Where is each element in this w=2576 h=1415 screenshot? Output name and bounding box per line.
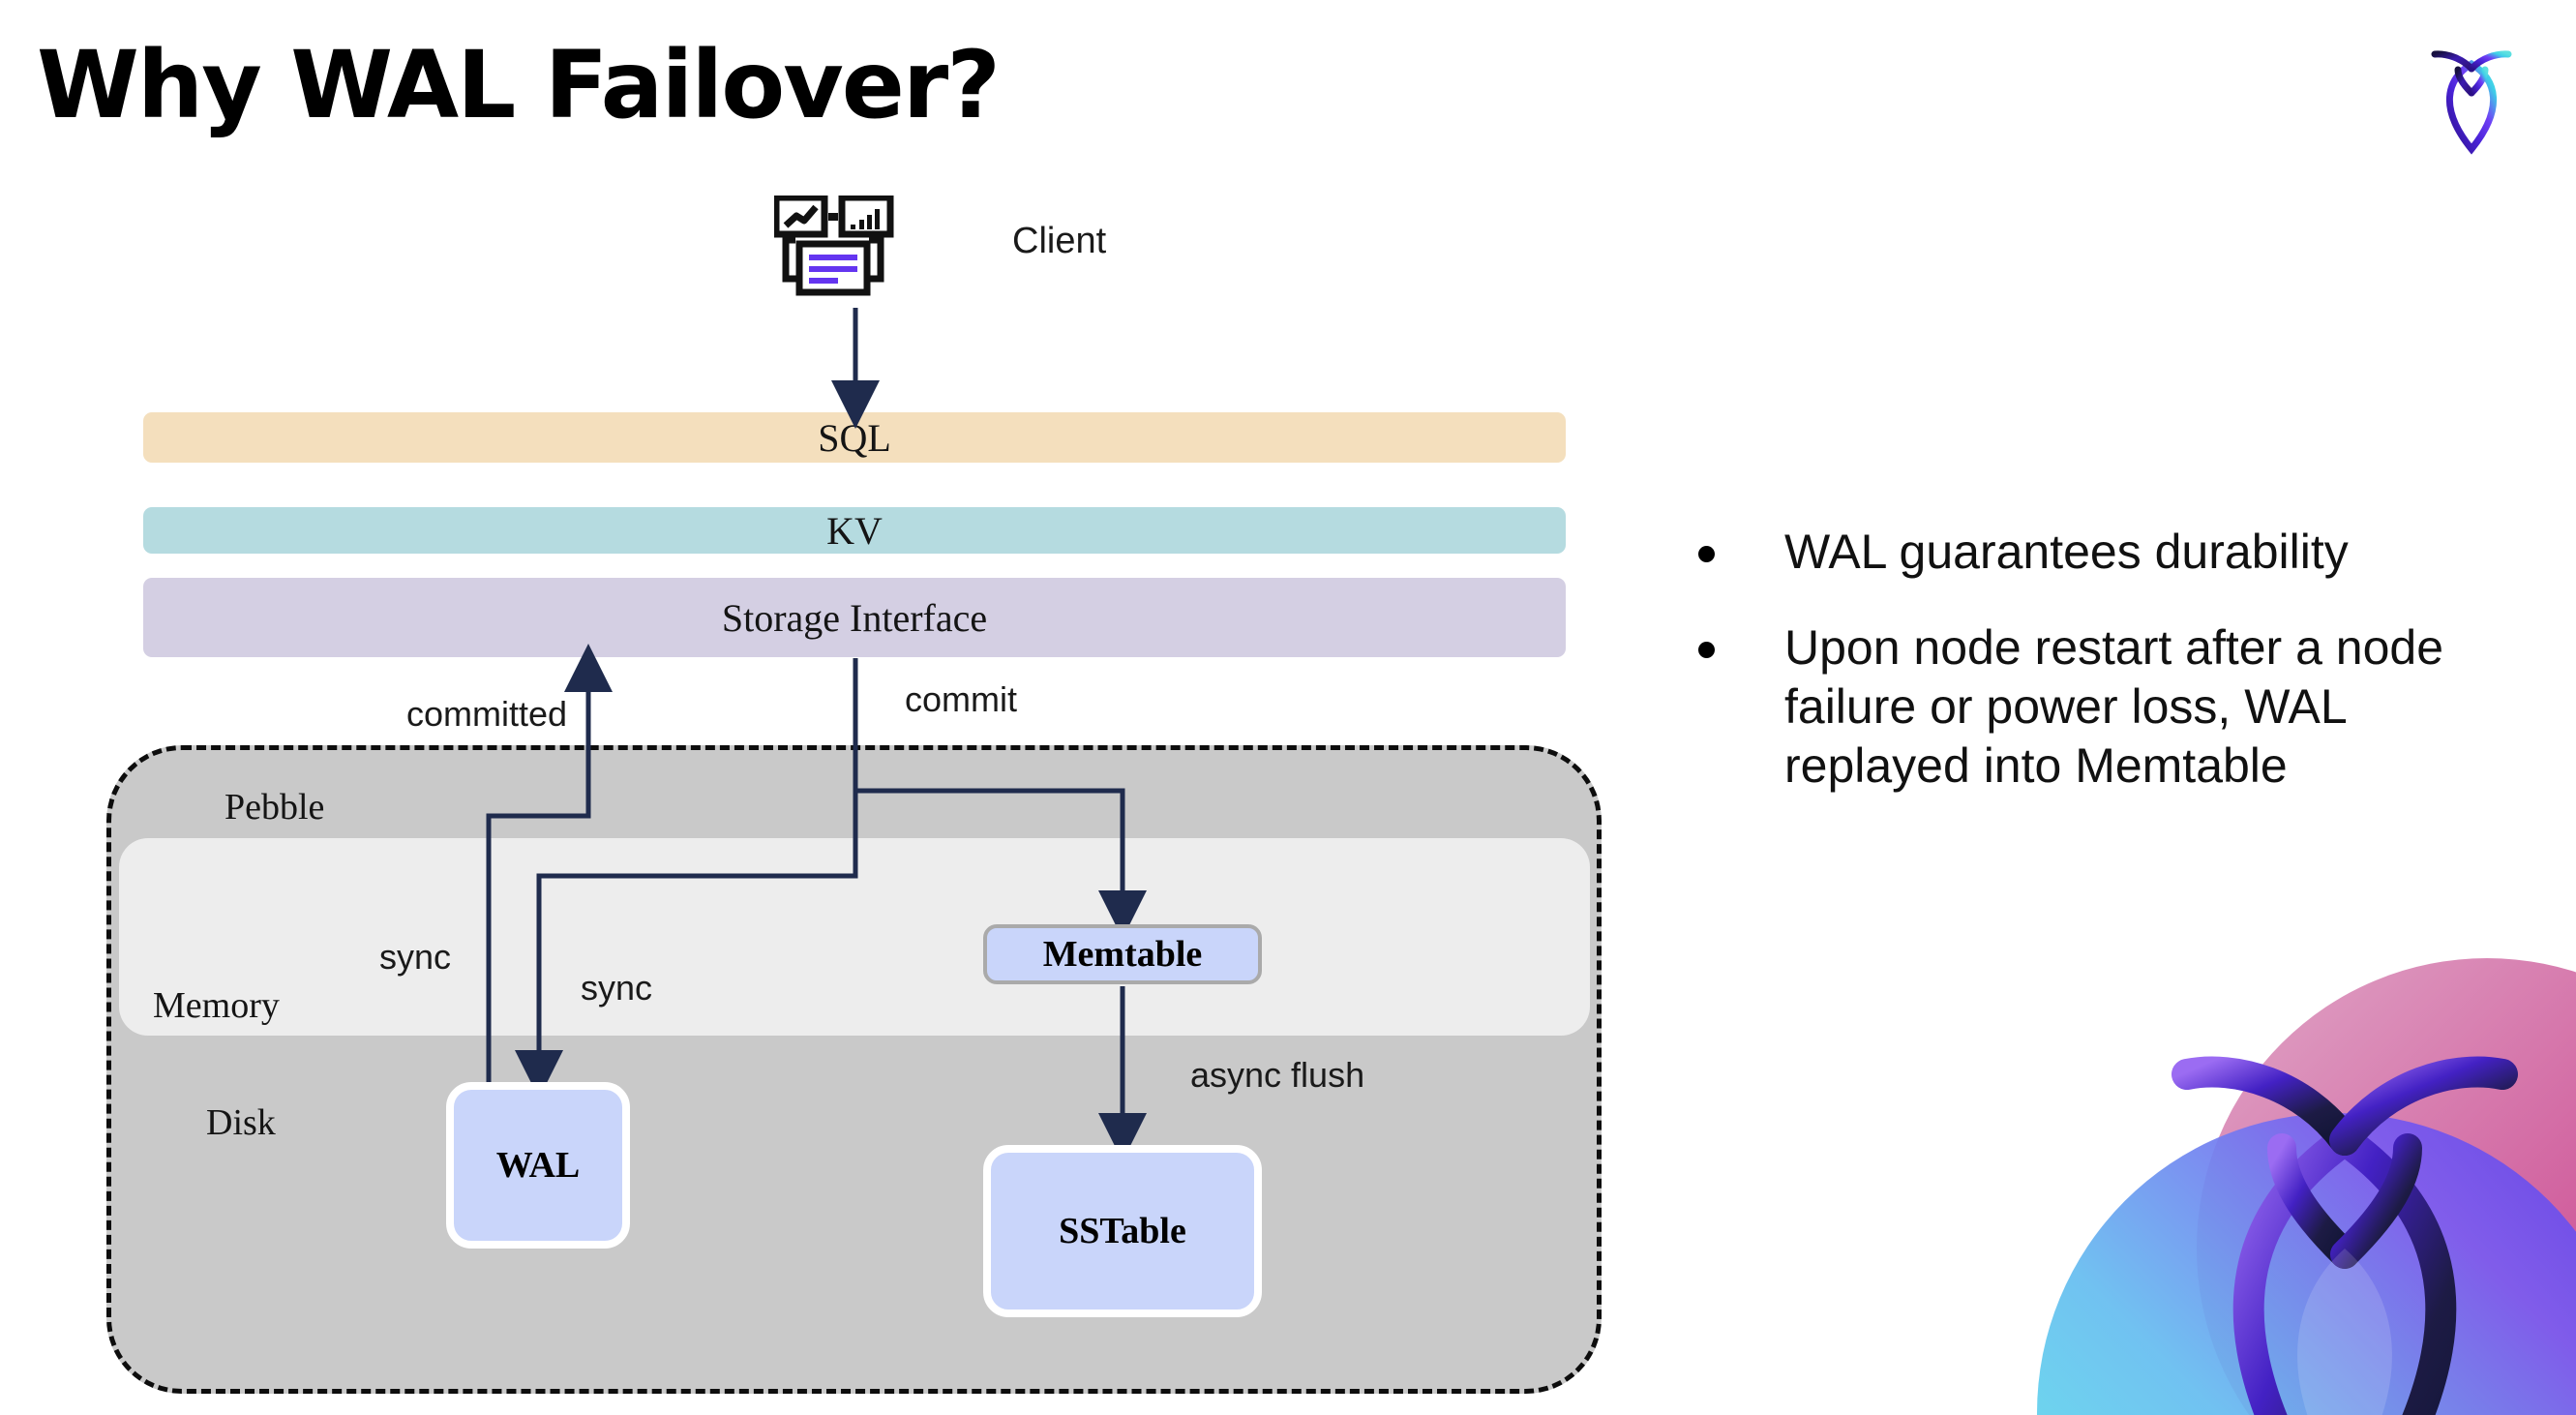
bullet-dot-icon <box>1698 642 1715 658</box>
layer-label-kv: KV <box>826 508 883 553</box>
disk-label: Disk <box>206 1102 276 1143</box>
edge-label-async-flush: async flush <box>1190 1055 1365 1095</box>
layer-label-sql: SQL <box>818 415 891 460</box>
bullet-list: WAL guarantees durability Upon node rest… <box>1698 523 2531 832</box>
layer-bar-storage: Storage Interface <box>143 578 1566 657</box>
component-label-memtable: Memtable <box>1042 934 1203 975</box>
bullet-text: Upon node restart after a node failure o… <box>1784 620 2444 793</box>
layer-bar-kv: KV <box>143 507 1566 554</box>
pebble-label: Pebble <box>225 787 325 828</box>
list-item: WAL guarantees durability <box>1698 523 2531 582</box>
client-dashboard-icon <box>772 194 925 323</box>
layer-bar-sql: SQL <box>143 412 1566 463</box>
layer-label-storage: Storage Interface <box>721 595 988 640</box>
component-box-wal: WAL <box>446 1082 630 1249</box>
edge-label-committed: committed <box>406 694 568 734</box>
memory-label: Memory <box>153 985 280 1026</box>
edge-label-commit: commit <box>905 679 1017 719</box>
edge-label-sync-left: sync <box>379 937 452 977</box>
component-label-wal: WAL <box>495 1145 581 1186</box>
memory-region <box>119 838 1590 1036</box>
client-label: Client <box>1012 221 1107 261</box>
component-box-memtable: Memtable <box>983 924 1262 984</box>
list-item: Upon node restart after a node failure o… <box>1698 618 2531 796</box>
page-title: Why WAL Failover? <box>37 31 1001 139</box>
bullet-dot-icon <box>1698 546 1715 562</box>
cockroachdb-circles-decoration-icon <box>1945 929 2576 1415</box>
cockroachdb-logo-icon <box>2415 37 2528 155</box>
edge-label-sync-right: sync <box>581 968 653 1008</box>
bullet-text: WAL guarantees durability <box>1784 525 2349 579</box>
component-label-sstable: SSTable <box>1059 1211 1186 1251</box>
component-box-sstable: SSTable <box>983 1145 1262 1317</box>
